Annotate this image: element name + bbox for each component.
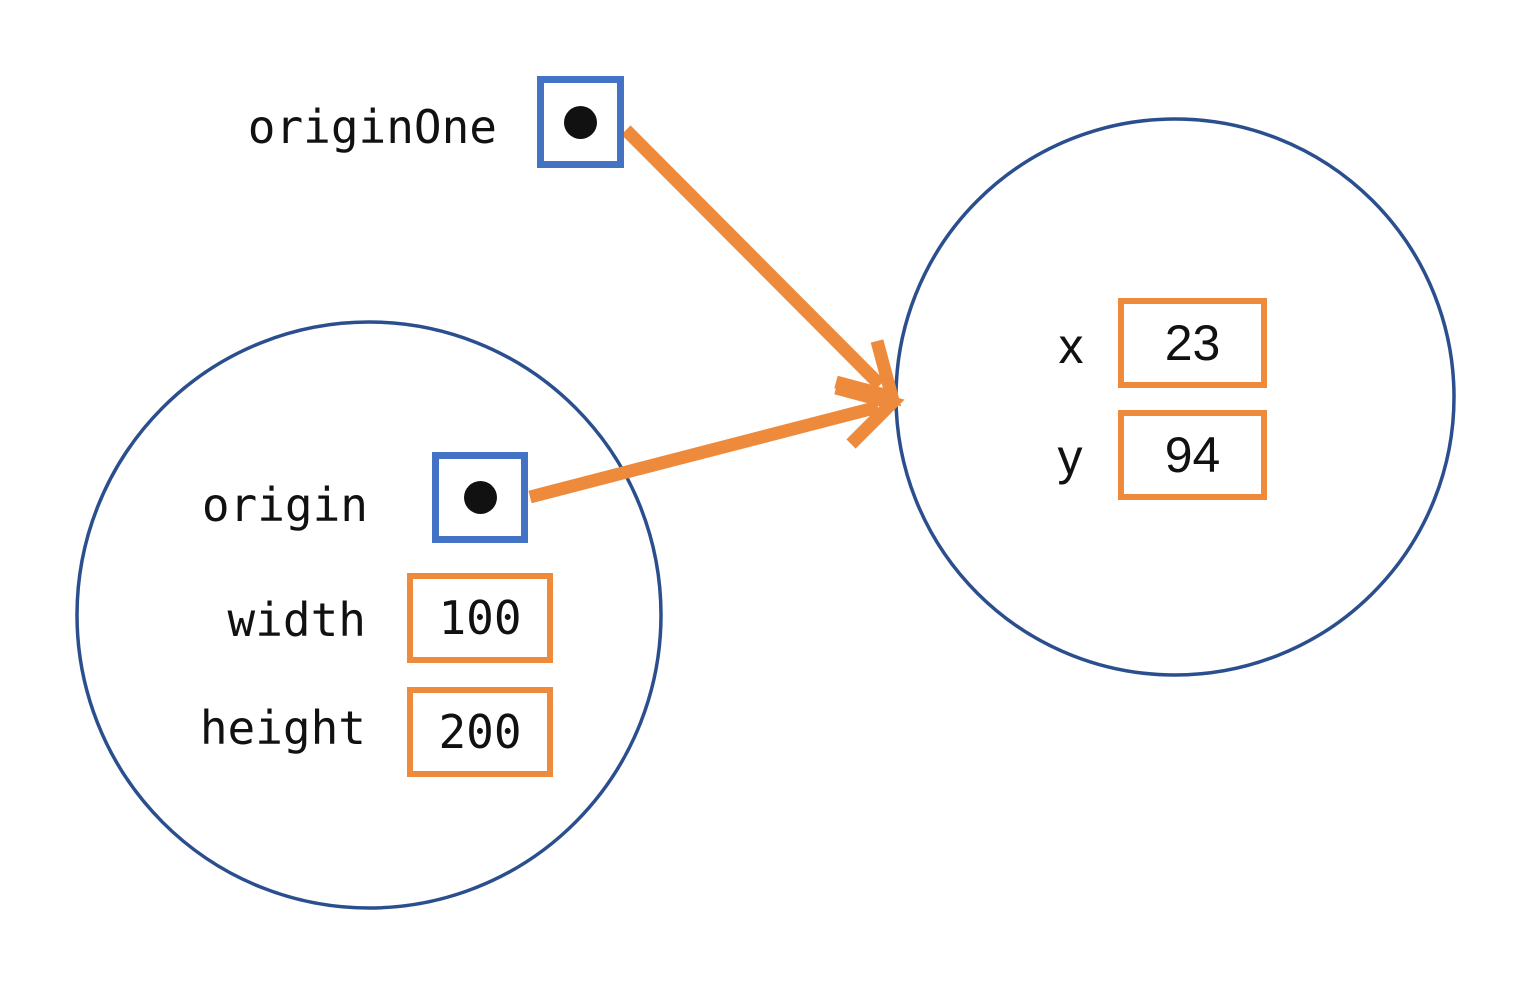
arrowhead-icon <box>834 381 905 449</box>
width-field-label: width <box>227 593 366 647</box>
width-value-box: 100 <box>407 573 553 663</box>
x-value-box: 23 <box>1118 298 1267 388</box>
height-value-box: 200 <box>407 687 553 777</box>
height-value: 200 <box>438 705 522 759</box>
arrow-originone-to-point <box>621 125 902 407</box>
x-field-label: x <box>1058 318 1084 374</box>
originone-variable-label: originOne <box>247 100 497 154</box>
arrow-origin-to-point <box>528 381 905 504</box>
rectangle-object-circle <box>75 320 663 910</box>
height-field-label: height <box>199 701 366 755</box>
point-object-circle <box>894 117 1456 677</box>
y-value-box: 94 <box>1118 410 1267 500</box>
y-value: 94 <box>1164 427 1221 483</box>
originone-reference-box <box>537 76 624 168</box>
reference-dot-icon <box>564 105 597 139</box>
origin-field-label: origin <box>201 478 368 532</box>
reference-dot-icon <box>463 481 497 514</box>
origin-reference-box <box>432 452 528 543</box>
width-value: 100 <box>438 591 522 645</box>
y-field-label: y <box>1057 429 1083 485</box>
x-value: 23 <box>1164 315 1221 371</box>
